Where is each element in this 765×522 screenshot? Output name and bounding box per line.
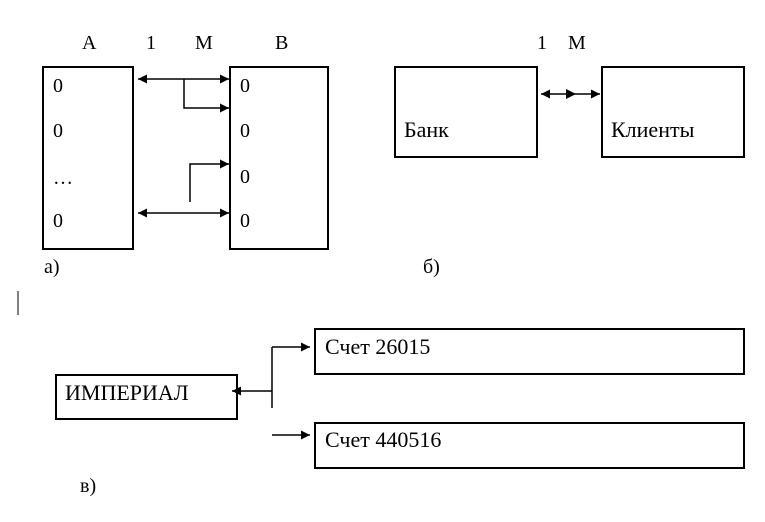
entity-b-cell-1: 0: [240, 75, 250, 97]
branch-arrow-a-1: [183, 79, 229, 113]
caption-b: б): [423, 256, 440, 278]
bank-box: [394, 66, 538, 158]
entity-b-box: [229, 66, 329, 250]
entity-b-cell-2: 0: [240, 120, 250, 142]
account-2-box: [314, 422, 745, 469]
cardinality-many-label-a: М: [195, 32, 213, 54]
imperial-box: [55, 374, 238, 420]
entity-b-cell-3: 0: [240, 166, 250, 188]
branch-arrow-a-2: [189, 159, 229, 202]
entity-a-cell-1: 0: [53, 75, 63, 97]
imperial-label: ИМПЕРИАЛ: [65, 380, 189, 405]
caption-c: в): [80, 475, 97, 497]
caption-a: а): [44, 256, 60, 278]
entity-a-cell-2: 0: [53, 120, 63, 142]
account-1-box: [314, 328, 745, 375]
account-2-label: Счет 440516: [325, 427, 442, 452]
bank-label: Банк: [404, 117, 449, 142]
entity-a-cell-4: 0: [53, 210, 63, 232]
cardinality-many-label-b: М: [568, 32, 586, 54]
cardinality-one-label-a: 1: [146, 32, 156, 54]
relation-arrow-b-mid-head: [566, 89, 576, 99]
clients-label: Клиенты: [611, 117, 695, 142]
entity-a-box: [42, 66, 134, 250]
entity-a-header: А: [82, 32, 97, 54]
cardinality-one-label-b: 1: [537, 32, 547, 54]
entity-b-cell-4: 0: [240, 210, 250, 232]
account-1-label: Счет 26015: [325, 334, 431, 359]
entity-b-header: В: [275, 32, 289, 54]
entity-a-cell-ellipsis: …: [53, 167, 73, 189]
clients-box: [601, 66, 745, 158]
